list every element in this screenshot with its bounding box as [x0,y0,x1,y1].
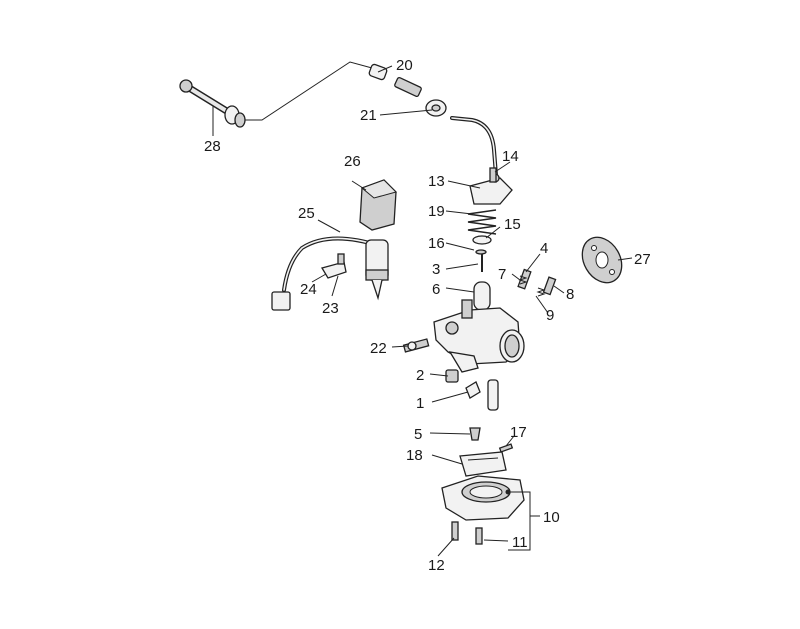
throttle-cable [179,61,498,177]
callout-13: 13 [428,173,445,190]
callout-16: 16 [428,235,445,252]
slide-cap-assembly [467,167,513,311]
callout-23: 23 [322,300,339,317]
callout-11: 11 [512,534,528,551]
callout-6: 6 [432,281,440,298]
callout-24: 24 [300,281,317,298]
callout-18: 18 [406,447,423,464]
callout-27: 27 [634,251,651,268]
callout-19: 19 [428,203,445,220]
choke-assembly [271,179,397,311]
callout-4: 4 [540,240,548,257]
callout-9: 9 [546,307,554,324]
callout-12: 12 [428,557,445,574]
callout-22: 22 [370,340,387,357]
small-screws [517,268,557,297]
gasket [581,236,623,284]
callout-5: 5 [414,426,422,443]
leader-lines [212,65,633,557]
jet-parts [445,369,514,477]
callout-21: 21 [360,107,377,124]
callout-20: 20 [396,57,413,74]
callout-8: 8 [566,286,574,303]
callout-17: 17 [510,424,527,441]
bowl-screws [451,521,483,545]
idle-screw [402,338,430,353]
callout-10: 10 [543,509,560,526]
callout-15: 15 [504,216,521,233]
callout-28: 28 [204,138,221,155]
carburetor-body [433,299,525,373]
callout-labels: 1 2 3 4 5 6 7 8 9 10 11 12 13 14 15 16 1… [204,57,651,574]
callout-7: 7 [498,266,506,283]
callout-25: 25 [298,205,315,222]
callout-14: 14 [502,148,519,165]
float-bowl [441,475,525,521]
callout-2: 2 [416,367,424,384]
callout-3: 3 [432,261,440,278]
callout-26: 26 [344,153,361,170]
callout-1: 1 [416,395,424,412]
